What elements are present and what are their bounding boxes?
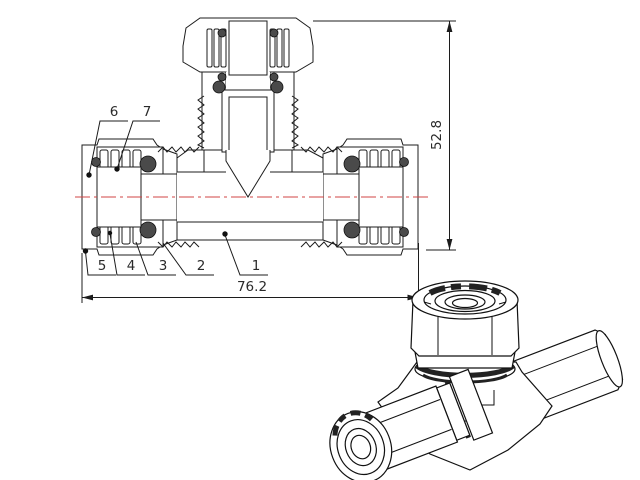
branch-port-assembly (182, 17, 314, 198)
part-label-4: 4 (107, 230, 145, 276)
arrowhead-up-icon (446, 21, 453, 32)
svg-text:6: 6 (110, 104, 119, 120)
dimension-vertical: 52.8 (313, 20, 456, 251)
iso-top-nut (410, 280, 520, 384)
iso-view (329, 280, 624, 480)
part-label-6: 6 (86, 104, 128, 178)
section-view (75, 17, 432, 256)
part-label-2: 2 (162, 242, 214, 276)
arrowhead-down-icon (446, 239, 453, 250)
dimension-height-text: 52.8 (429, 120, 445, 150)
svg-text:3: 3 (159, 258, 168, 274)
part-labels: 6 7 5 4 3 2 1 (82, 104, 268, 276)
part-label-5: 5 (82, 248, 116, 276)
svg-text:2: 2 (197, 258, 206, 274)
svg-text:1: 1 (252, 258, 261, 274)
iso-left-nut (329, 368, 494, 480)
part-label-3: 3 (135, 241, 176, 276)
svg-text:4: 4 (127, 258, 136, 274)
arrowhead-left-icon (82, 294, 93, 301)
svg-text:7: 7 (143, 104, 152, 120)
part-label-7: 7 (114, 104, 160, 172)
svg-text:5: 5 (98, 258, 107, 274)
dimension-length-text: 76.2 (237, 279, 267, 295)
part-label-1: 1 (222, 231, 268, 276)
